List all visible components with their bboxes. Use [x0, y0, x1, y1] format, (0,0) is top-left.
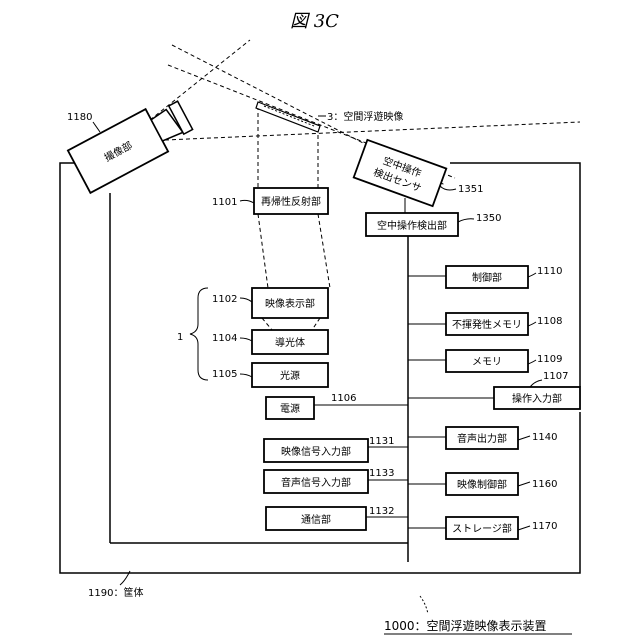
group-brace	[190, 288, 208, 380]
floating-image-label: 3：空間浮遊映像	[327, 110, 403, 123]
sensor-unit: 空中操作 検出センサ 1351	[354, 140, 484, 206]
figure-caption: 1000：空間浮遊映像表示装置	[384, 596, 572, 634]
display-label: 映像表示部	[265, 297, 315, 310]
op-input-label: 操作入力部	[512, 392, 562, 405]
display-ref: 1102	[212, 294, 237, 305]
audio-output-ref: 1140	[532, 432, 557, 443]
camera-ref: 1180	[67, 112, 92, 123]
video-input-label: 映像信号入力部	[281, 445, 351, 458]
sensor-ref: 1351	[458, 184, 483, 195]
floating-image: 3：空間浮遊映像	[256, 102, 403, 132]
figure-title: 図 3C	[290, 11, 339, 32]
sensor-box	[354, 140, 447, 206]
video-control-label: 映像制御部	[457, 478, 507, 491]
housing-label: 1190：筐体	[88, 586, 143, 599]
retro-reflector-ref: 1101	[212, 197, 237, 208]
nvmem-ref: 1108	[537, 316, 562, 327]
storage-ref: 1170	[532, 521, 557, 532]
memory-ref: 1109	[537, 354, 562, 365]
light-source-label: 光源	[280, 369, 300, 382]
power-label: 電源	[280, 402, 300, 415]
caption-label: 1000：空間浮遊映像表示装置	[384, 618, 547, 633]
op-input-ref: 1107	[543, 371, 568, 382]
nvmem-label: 不揮発性メモリ	[452, 318, 522, 331]
retro-reflector-label: 再帰性反射部	[261, 195, 321, 208]
comm-ref: 1132	[369, 506, 394, 517]
audio-input-label: 音声信号入力部	[281, 476, 351, 489]
control-label: 制御部	[472, 271, 502, 284]
comm-label: 通信部	[301, 513, 331, 526]
detector-label: 空中操作検出部	[377, 219, 447, 232]
detector-ref: 1350	[476, 213, 501, 224]
camera-unit: 撮像部 1180	[67, 94, 196, 193]
audio-input-ref: 1133	[369, 468, 394, 479]
light-source-ref: 1105	[212, 369, 237, 380]
memory-label: メモリ	[472, 357, 502, 368]
right-column: 空中操作検出部 1350 制御部 1110 不揮発性メモリ 1108 メモリ 1…	[366, 198, 580, 539]
group-ref: 1	[177, 332, 183, 343]
video-input-ref: 1131	[369, 436, 394, 447]
light-guide-ref: 1104	[212, 333, 237, 344]
light-guide-label: 導光体	[275, 336, 305, 349]
storage-label: ストレージ部	[452, 522, 512, 535]
left-column: 再帰性反射部 1101 映像表示部 1102 導光体 1104 光源 1105 …	[177, 188, 408, 530]
video-control-ref: 1160	[532, 479, 557, 490]
audio-output-label: 音声出力部	[457, 432, 507, 445]
power-ref: 1106	[331, 393, 356, 404]
control-ref: 1110	[537, 266, 562, 277]
